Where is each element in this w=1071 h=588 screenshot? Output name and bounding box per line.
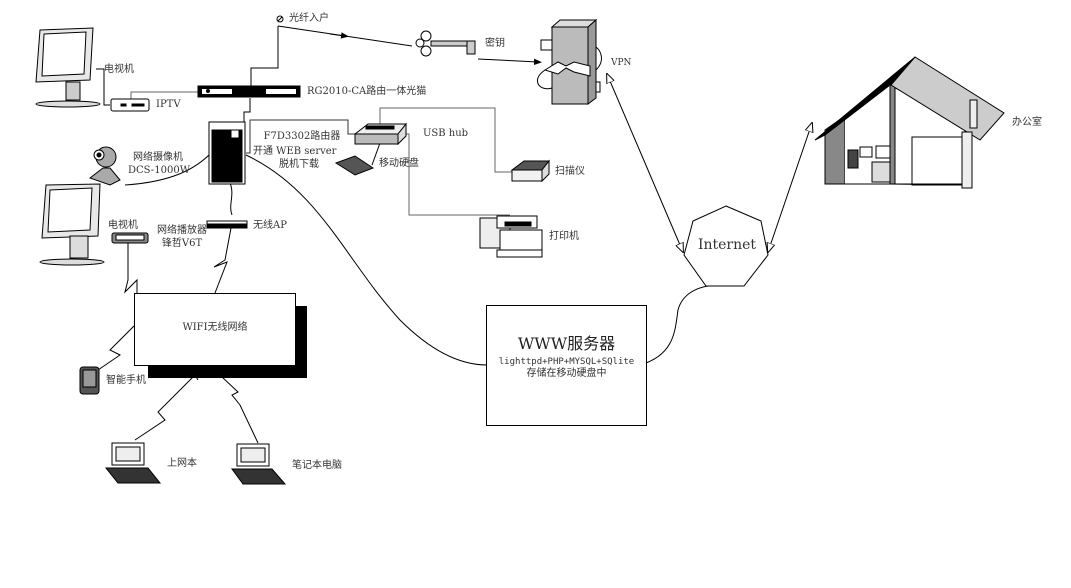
office-house-icon[interactable] xyxy=(814,56,1005,189)
webcam-icon[interactable] xyxy=(88,146,121,186)
wifi-network-label: WIFI无线网络 xyxy=(182,322,248,333)
usbhub-hdd-link xyxy=(371,142,381,166)
router-tower-icon[interactable] xyxy=(208,121,246,185)
scanner-label: 扫描仪 xyxy=(555,166,585,177)
www-server-box[interactable] xyxy=(486,305,647,426)
iptv-label: IPTV xyxy=(156,99,181,110)
router-label-1: F7D3302路由器 xyxy=(263,131,341,142)
www-server-storage: 存储在移动硬盘中 xyxy=(526,368,607,379)
key-label: 密钥 xyxy=(485,38,505,49)
office-label: 办公室 xyxy=(1012,117,1042,128)
tv-monitor-bottom-icon[interactable] xyxy=(39,183,105,266)
router-usbhub-link xyxy=(246,119,355,154)
fiber-link xyxy=(250,26,279,90)
camera-label-1: 网络摄像机 xyxy=(133,152,183,163)
tv-top-label: 电视机 xyxy=(104,64,134,75)
usbhub-printer-link xyxy=(404,133,510,216)
optical-modem-icon[interactable] xyxy=(197,85,301,98)
camera-router-link xyxy=(124,151,213,186)
key-icon xyxy=(415,30,476,57)
fiber-in-label: 光纤入户 xyxy=(289,13,329,24)
wireless-ap-label: 无线AP xyxy=(253,220,287,231)
tv-bottom-label: 电视机 xyxy=(108,220,138,231)
smartphone-icon[interactable] xyxy=(79,366,100,395)
key-to-vpn-line xyxy=(477,58,542,65)
iptv-box-icon[interactable] xyxy=(110,98,150,112)
connections xyxy=(96,25,812,444)
network-player-icon[interactable] xyxy=(111,232,149,244)
fiber-endpoint-icon xyxy=(276,15,284,23)
netbook-icon[interactable] xyxy=(104,442,162,484)
netbook-label: 上网本 xyxy=(167,458,197,469)
laptop-icon[interactable] xyxy=(231,443,287,485)
hdd-label: 移动硬盘 xyxy=(379,158,419,169)
usbhub-scanner-link xyxy=(379,107,512,173)
router-label-3: 脱机下载 xyxy=(279,159,319,170)
wireless-ap-icon[interactable] xyxy=(206,220,248,229)
ap-wifi-zigzag xyxy=(213,227,232,294)
internet-label: Internet xyxy=(697,237,757,253)
laptop-wifi-zigzag xyxy=(221,376,259,444)
modem-label: RG2010-CA路由一体光猫 xyxy=(307,86,427,97)
hdd-icon[interactable] xyxy=(334,155,375,176)
wifi-network-box[interactable] xyxy=(134,293,296,366)
iptv-modem-link xyxy=(130,91,199,99)
fiber-arrow xyxy=(329,32,349,39)
www-server-title: WWW服务器 xyxy=(517,334,616,353)
usb-hub-icon[interactable] xyxy=(353,122,408,146)
modem-router-link xyxy=(243,98,251,122)
tv-monitor-top-icon[interactable] xyxy=(35,27,101,108)
phone-wifi-zigzag xyxy=(97,299,138,371)
scanner-icon[interactable] xyxy=(510,159,551,183)
player-wifi-zigzag xyxy=(124,238,138,296)
player-label-2: 锋哲V6T xyxy=(161,238,203,249)
internet-cloud-shape[interactable] xyxy=(683,205,769,287)
vpn-internet-link xyxy=(607,74,683,252)
vpn-label: VPN xyxy=(611,58,632,68)
player-label-1: 网络播放器 xyxy=(157,225,207,236)
router-label-2: 开通 WEB server xyxy=(253,146,337,157)
router-server-link xyxy=(245,154,488,366)
camera-label-2: DCS-1000W xyxy=(128,165,190,176)
server-internet-link xyxy=(639,285,709,366)
printer-label: 打印机 xyxy=(549,231,579,242)
router-ap-link xyxy=(229,182,233,216)
internet-office-link xyxy=(768,123,812,252)
tv-iptv-link xyxy=(96,68,110,106)
www-server-stack: lighttpd+PHP+MYSQL+SQlite xyxy=(498,357,635,367)
usb-hub-label: USB hub xyxy=(423,128,469,139)
smartphone-label: 智能手机 xyxy=(106,375,146,386)
vpn-server-icon[interactable] xyxy=(536,18,602,105)
laptop-label: 笔记本电脑 xyxy=(292,460,342,471)
printer-icon[interactable] xyxy=(479,215,543,258)
